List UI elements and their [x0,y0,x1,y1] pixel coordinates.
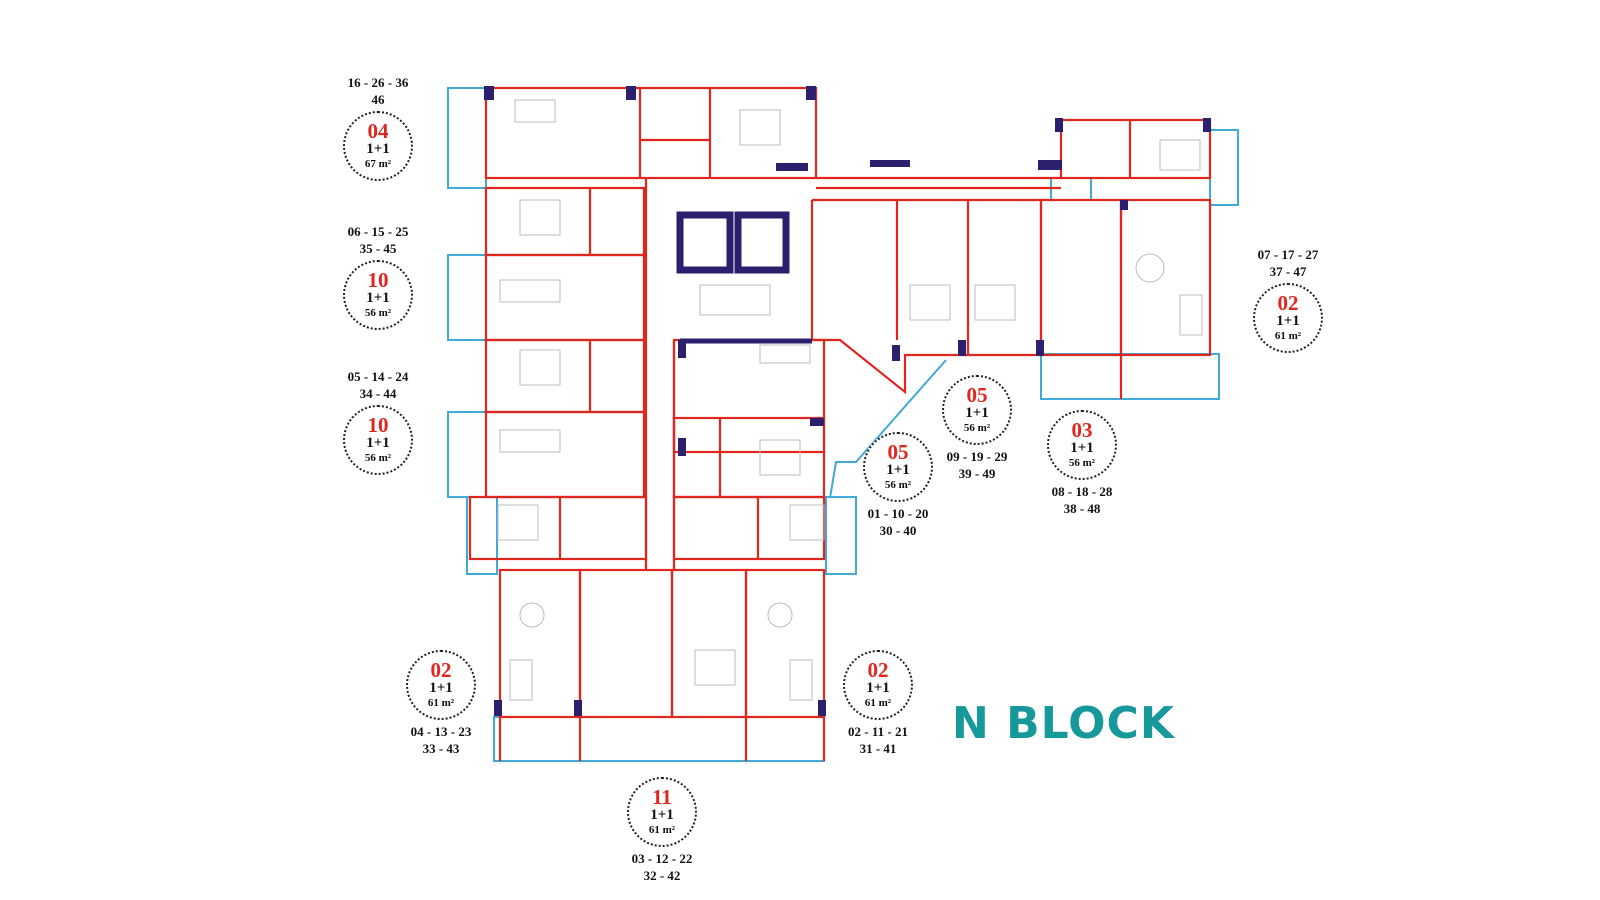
unit-type: 1+1 [866,680,890,696]
unit-label-02-left: 02 1+1 61 m² 04 - 13 - 23 33 - 43 [381,647,501,757]
unit-badge: 04 1+1 67 m² [343,111,413,181]
unit-area: 61 m² [864,697,892,709]
unit-label-02-middle: 02 1+1 61 m² 02 - 11 - 21 31 - 41 [818,647,938,757]
unit-type: 1+1 [965,405,989,421]
unit-area: 56 m² [1068,457,1096,469]
unit-type: 1+1 [366,290,390,306]
unit-numbers-line-1: 09 - 19 - 29 [946,449,1008,464]
unit-numbers-line-1: 08 - 18 - 28 [1051,484,1113,499]
unit-numbers-line-2: 30 - 40 [879,523,917,538]
unit-area: 61 m² [1274,330,1302,342]
unit-label-05-lower: 05 1+1 56 m² 01 - 10 - 20 30 - 40 [838,429,958,539]
unit-numbers-line-2: 31 - 41 [859,741,897,756]
unit-code: 11 [652,785,672,809]
unit-numbers-line-1: 01 - 10 - 20 [867,506,929,521]
unit-type: 1+1 [366,141,390,157]
unit-numbers-line-1: 06 - 15 - 25 [347,224,409,239]
unit-area: 56 m² [364,452,392,464]
unit-badge: 05 1+1 56 m² [942,375,1012,445]
unit-numbers-line-2: 39 - 49 [958,466,996,481]
unit-code: 04 [367,119,389,143]
unit-type: 1+1 [366,435,390,451]
unit-code: 05 [887,440,909,464]
unit-badge: 02 1+1 61 m² [406,650,476,720]
unit-numbers-line-2: 38 - 48 [1063,501,1101,516]
unit-numbers-line-1: 03 - 12 - 22 [631,851,693,866]
unit-type: 1+1 [1070,440,1094,456]
unit-label-05-upper: 05 1+1 56 m² 09 - 19 - 29 39 - 49 [917,372,1037,482]
unit-area: 56 m² [963,422,991,434]
unit-type: 1+1 [886,462,910,478]
unit-code: 05 [966,383,988,407]
unit-code: 10 [367,413,389,437]
unit-numbers-line-1: 02 - 11 - 21 [848,724,908,739]
unit-numbers-line-2: 32 - 42 [643,868,681,883]
unit-area: 56 m² [884,479,912,491]
structural-columns [484,86,1211,716]
unit-badge: 10 1+1 56 m² [343,260,413,330]
unit-code: 10 [367,268,389,292]
unit-numbers-line-1: 16 - 26 - 36 [347,75,409,90]
unit-numbers-line-2: 37 - 47 [1269,264,1307,279]
unit-badge: 05 1+1 56 m² [863,432,933,502]
unit-code: 03 [1071,418,1093,442]
unit-label-10-upper: 06 - 15 - 25 35 - 45 10 1+1 56 m² [318,223,438,333]
unit-numbers-line-1: 05 - 14 - 24 [347,369,409,384]
unit-type: 1+1 [429,680,453,696]
unit-numbers-line-2: 35 - 45 [359,241,397,256]
unit-type: 1+1 [650,807,674,823]
unit-code: 02 [867,658,889,682]
unit-badge: 10 1+1 56 m² [343,405,413,475]
unit-code: 02 [430,658,452,682]
unit-label-11: 11 1+1 61 m² 03 - 12 - 22 32 - 42 [602,774,722,884]
unit-area: 56 m² [364,307,392,319]
balcony-outlines [447,87,1239,762]
block-title: N BLOCK [952,698,1175,749]
unit-label-10-lower: 05 - 14 - 24 34 - 44 10 1+1 56 m² [318,368,438,478]
unit-label-03: 03 1+1 56 m² 08 - 18 - 28 38 - 48 [1022,407,1142,517]
unit-label-02-right: 07 - 17 - 27 37 - 47 02 1+1 61 m² [1228,246,1348,356]
unit-numbers-line-2: 33 - 43 [422,741,460,756]
unit-area: 61 m² [427,697,455,709]
unit-type: 1+1 [1276,313,1300,329]
unit-area: 61 m² [648,824,676,836]
unit-area: 67 m² [364,158,392,170]
unit-walls [468,86,1212,761]
unit-badge: 02 1+1 61 m² [843,650,913,720]
unit-code: 02 [1277,291,1299,315]
unit-numbers-line-2: 46 [371,92,385,107]
unit-numbers-line-2: 34 - 44 [359,386,397,401]
unit-badge: 03 1+1 56 m² [1047,410,1117,480]
furniture-hints [497,99,1203,701]
unit-badge: 11 1+1 61 m² [627,777,697,847]
unit-numbers-line-1: 04 - 13 - 23 [410,724,472,739]
unit-badge: 02 1+1 61 m² [1253,283,1323,353]
elevator-core [676,211,812,344]
unit-numbers-line-1: 07 - 17 - 27 [1257,247,1319,262]
unit-label-04: 16 - 26 - 36 46 04 1+1 67 m² [318,74,438,184]
